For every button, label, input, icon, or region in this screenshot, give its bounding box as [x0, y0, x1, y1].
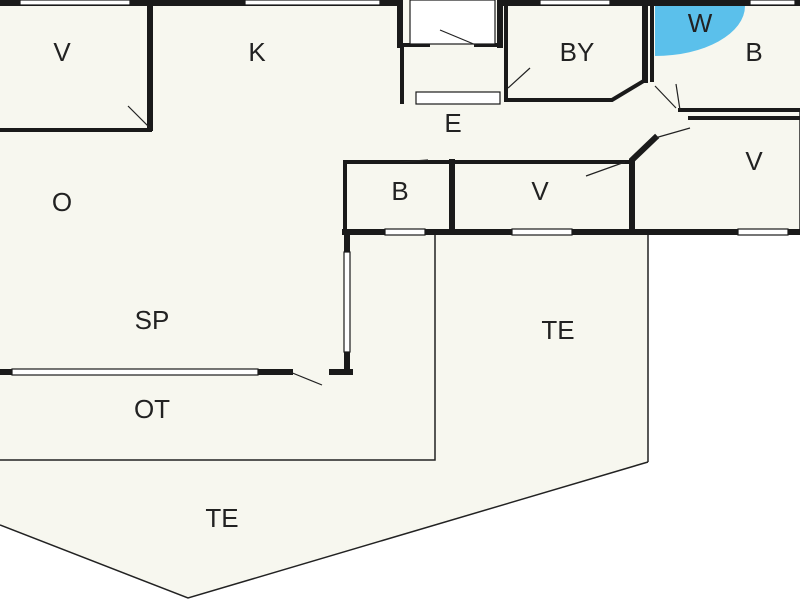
window-sp-bottom: [11, 368, 259, 376]
room-label-by: BY: [560, 37, 595, 67]
wall-v-right-left: [629, 133, 660, 231]
room-label-e: E: [444, 108, 461, 138]
door-b-right: [654, 85, 677, 109]
te-right-floor: [435, 232, 648, 460]
wall-by-bottom: [504, 79, 645, 102]
window-b-top: [749, 0, 796, 6]
ot-terrace-floor: [0, 232, 435, 460]
w-highlight: [655, 6, 745, 56]
terrace-outlines: [0, 110, 800, 599]
room-label-te-right: TE: [541, 315, 574, 345]
room-label-k: K: [248, 37, 266, 67]
room-label-ot: OT: [134, 394, 170, 424]
door-by: [507, 67, 531, 89]
window-v-right-bottom: [737, 228, 789, 236]
room-label-b-top-right: B: [745, 37, 762, 67]
window-entry: [415, 91, 501, 105]
door-v-middle: [585, 161, 626, 177]
te-bottom-outline: [0, 461, 649, 599]
door-b-small: [399, 159, 429, 163]
windows: [11, 0, 796, 376]
door-hall: [439, 29, 477, 46]
room-labels: V K BY W B E V O B V SP TE OT TE: [52, 8, 763, 533]
room-label-o: O: [52, 187, 72, 217]
ot-outline: [0, 232, 436, 461]
window-k-top: [244, 0, 381, 6]
house-floor: [0, 0, 800, 372]
room-label-v-right: V: [745, 146, 763, 176]
room-label-te-bottom: TE: [205, 503, 238, 533]
doors: [127, 29, 691, 386]
window-sp-right: [343, 251, 351, 353]
window-hall-top: [409, 0, 496, 45]
room-label-w: W: [688, 8, 713, 38]
door-v-right: [654, 127, 691, 139]
te-bottom-floor: [0, 460, 648, 598]
room-label-sp: SP: [135, 305, 170, 335]
door-v-top-left: [127, 105, 151, 129]
door-sp: [289, 371, 323, 386]
room-label-v-middle: V: [531, 176, 549, 206]
window-by-top: [539, 0, 611, 6]
room-label-v-top-left: V: [53, 37, 71, 67]
room-label-b-small: B: [391, 176, 408, 206]
window-strip-bottom-1: [384, 228, 426, 236]
door-w: [675, 83, 681, 111]
window-v-top: [19, 0, 131, 6]
window-strip-bottom-2: [511, 228, 573, 236]
